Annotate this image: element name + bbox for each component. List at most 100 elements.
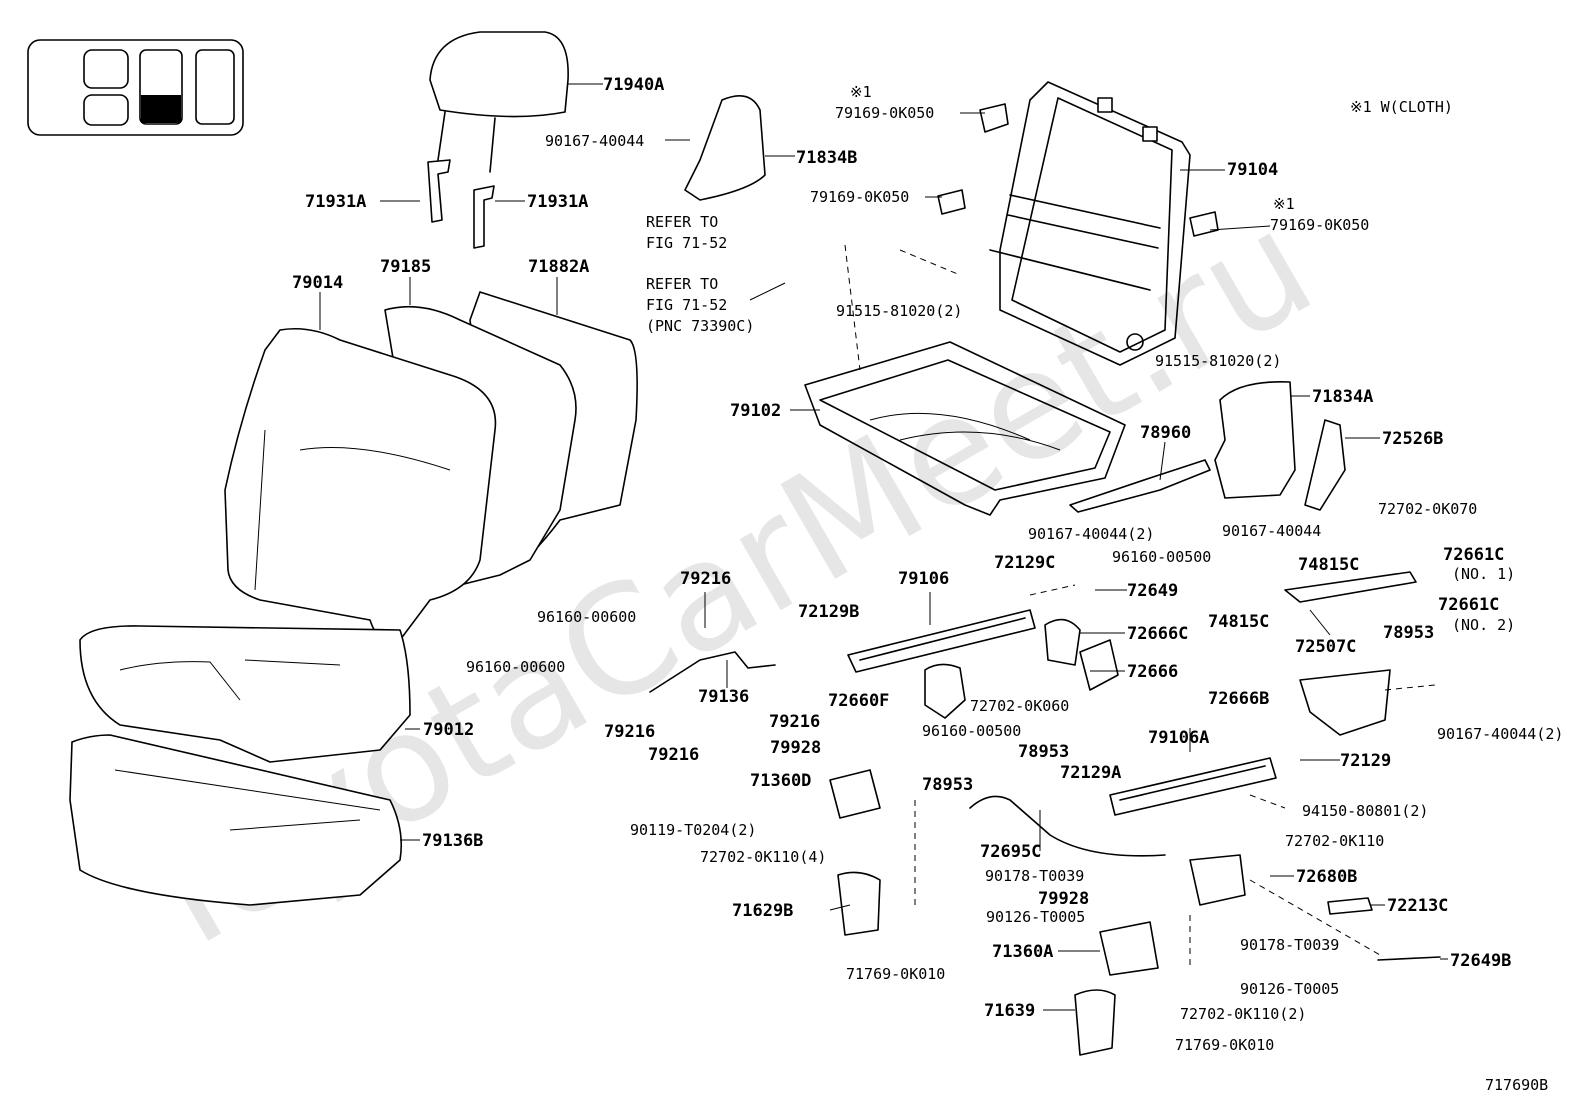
seat-track-79106-illustration — [847, 609, 1036, 673]
label-72661c-1: 72661C — [1443, 545, 1504, 565]
label-72213c: 72213C — [1387, 896, 1448, 916]
label-79012: 79012 — [423, 720, 474, 740]
label-79136b: 79136B — [422, 831, 483, 851]
label-90119-t0204: 90119-T0204(2) — [630, 821, 756, 839]
seat-position-indicator — [27, 39, 244, 136]
label-90167-40044-2-b: 90167-40044(2) — [1437, 725, 1563, 743]
seat-cushion-illustration — [69, 625, 411, 906]
lock-72680b-illustration — [1189, 854, 1246, 906]
label-78960: 78960 — [1140, 423, 1191, 443]
part-labels: 71940A 90167-40044 71834B 71931A 71931A … — [292, 75, 1563, 1054]
label-74815c-a: 74815C — [1298, 555, 1359, 575]
seatback-illustration — [224, 291, 638, 644]
clip-79169-b — [937, 189, 966, 215]
label-71360d: 71360D — [750, 771, 811, 791]
label-72666c: 72666C — [1127, 624, 1188, 644]
label-90178-t0039-b: 90178-T0039 — [1240, 936, 1339, 954]
label-79216-a: 79216 — [680, 569, 731, 589]
label-79928-b: 79928 — [1038, 889, 1089, 909]
label-71769-0k010-a: 71769-0K010 — [846, 965, 945, 983]
label-91515-81020-b: 91515-81020(2) — [1155, 352, 1281, 370]
label-90178-t0039-a: 90178-T0039 — [985, 867, 1084, 885]
belt-78960-illustration — [1069, 459, 1211, 513]
label-96160-00500-b: 96160-00500 — [922, 722, 1021, 740]
label-96160-00500-a: 96160-00500 — [1112, 548, 1211, 566]
label-note-1-a: ※1 — [850, 83, 872, 101]
label-72129a: 72129A — [1060, 763, 1121, 783]
label-79136: 79136 — [698, 687, 749, 707]
label-no-2: (NO. 2) — [1452, 616, 1515, 634]
label-79185: 79185 — [380, 257, 431, 277]
label-pnc-73390c: (PNC 73390C) — [646, 317, 754, 335]
label-71360a: 71360A — [992, 942, 1053, 962]
label-79216-c: 79216 — [769, 712, 820, 732]
label-fig-71-52-1: FIG 71-52 — [646, 234, 727, 252]
label-72129b: 72129B — [798, 602, 859, 622]
label-72666b: 72666B — [1208, 689, 1269, 709]
label-72666: 72666 — [1127, 662, 1178, 682]
knob-72213c-illustration — [1327, 897, 1373, 915]
label-72660f: 72660F — [828, 691, 889, 711]
leader-lines — [319, 83, 1448, 1011]
assembly-lines — [844, 244, 1436, 970]
label-94150-80801: 94150-80801(2) — [1302, 802, 1428, 820]
cover-71629b-illustration — [837, 871, 881, 936]
label-96160-00600-a: 96160-00600 — [537, 608, 636, 626]
label-79216-b: 79216 — [604, 722, 655, 742]
hinge-71360d-illustration — [829, 769, 881, 819]
label-91515-81020-a: 91515-81020(2) — [836, 302, 962, 320]
label-71834a: 71834A — [1312, 387, 1373, 407]
label-90167-40044-b: 90167-40044 — [1222, 522, 1321, 540]
seatback-frame-illustration — [989, 81, 1191, 366]
label-90126-t0005-b: 90126-T0005 — [1240, 980, 1339, 998]
figure-code: 717690B — [1485, 1076, 1548, 1094]
label-71769-0k010-b: 71769-0K010 — [1175, 1036, 1274, 1054]
label-78953-b: 78953 — [1018, 742, 1069, 762]
label-72129: 72129 — [1340, 751, 1391, 771]
label-no-1: (NO. 1) — [1452, 565, 1515, 583]
seat-cushion-frame-illustration — [804, 341, 1126, 516]
cable-72695c-illustration — [969, 795, 1166, 857]
label-72702-0k060: 72702-0K060 — [970, 697, 1069, 715]
label-72526b: 72526B — [1382, 429, 1443, 449]
label-72507c: 72507C — [1295, 637, 1356, 657]
label-71834b: 71834B — [796, 148, 857, 168]
label-96160-00600-b: 96160-00600 — [466, 658, 565, 676]
label-90167-40044: 90167-40044 — [545, 132, 644, 150]
label-refer-to-1: REFER TO — [646, 213, 718, 231]
label-72649b: 72649B — [1450, 951, 1511, 971]
lever-72507c-illustration — [1284, 571, 1417, 603]
label-71882a: 71882A — [528, 257, 589, 277]
label-fig-71-52-2: FIG 71-52 — [646, 296, 727, 314]
cover-72666c-illustration — [1044, 618, 1081, 666]
cover-72666-illustration — [1079, 639, 1119, 691]
label-74815c-b: 74815C — [1208, 612, 1269, 632]
label-71629b: 71629B — [732, 901, 793, 921]
label-90126-t0005-a: 90126-T0005 — [986, 908, 1085, 926]
hinge-71360a-illustration — [1099, 921, 1159, 976]
label-72661c-2: 72661C — [1438, 595, 1499, 615]
label-71931a-left: 71931A — [305, 192, 366, 212]
lock-72660f-illustration — [924, 663, 966, 719]
label-72649: 72649 — [1127, 581, 1178, 601]
label-79169-0k050-b: 79169-0K050 — [810, 188, 909, 206]
label-78953-c: 78953 — [922, 775, 973, 795]
spring-72649b-illustration — [1377, 956, 1441, 961]
cover-72666b-illustration — [1299, 669, 1391, 736]
label-79169-0k050-a: 79169-0K050 — [835, 104, 934, 122]
label-note-1-b: ※1 — [1273, 195, 1295, 213]
label-79169-0k050-c: 79169-0K050 — [1270, 216, 1369, 234]
seat-track-79106a-illustration — [1109, 757, 1277, 816]
clip-79169-a — [979, 103, 1009, 133]
label-72702-0k110-2: 72702-0K110(2) — [1180, 1005, 1306, 1023]
label-79102: 79102 — [730, 401, 781, 421]
label-72695c: 72695C — [980, 842, 1041, 862]
label-79106a: 79106A — [1148, 728, 1209, 748]
cover-71834a-illustration — [1214, 381, 1296, 499]
label-79106: 79106 — [898, 569, 949, 589]
label-79928-a: 79928 — [770, 738, 821, 758]
label-90167-40044-2-a: 90167-40044(2) — [1028, 525, 1154, 543]
label-71639: 71639 — [984, 1001, 1035, 1021]
